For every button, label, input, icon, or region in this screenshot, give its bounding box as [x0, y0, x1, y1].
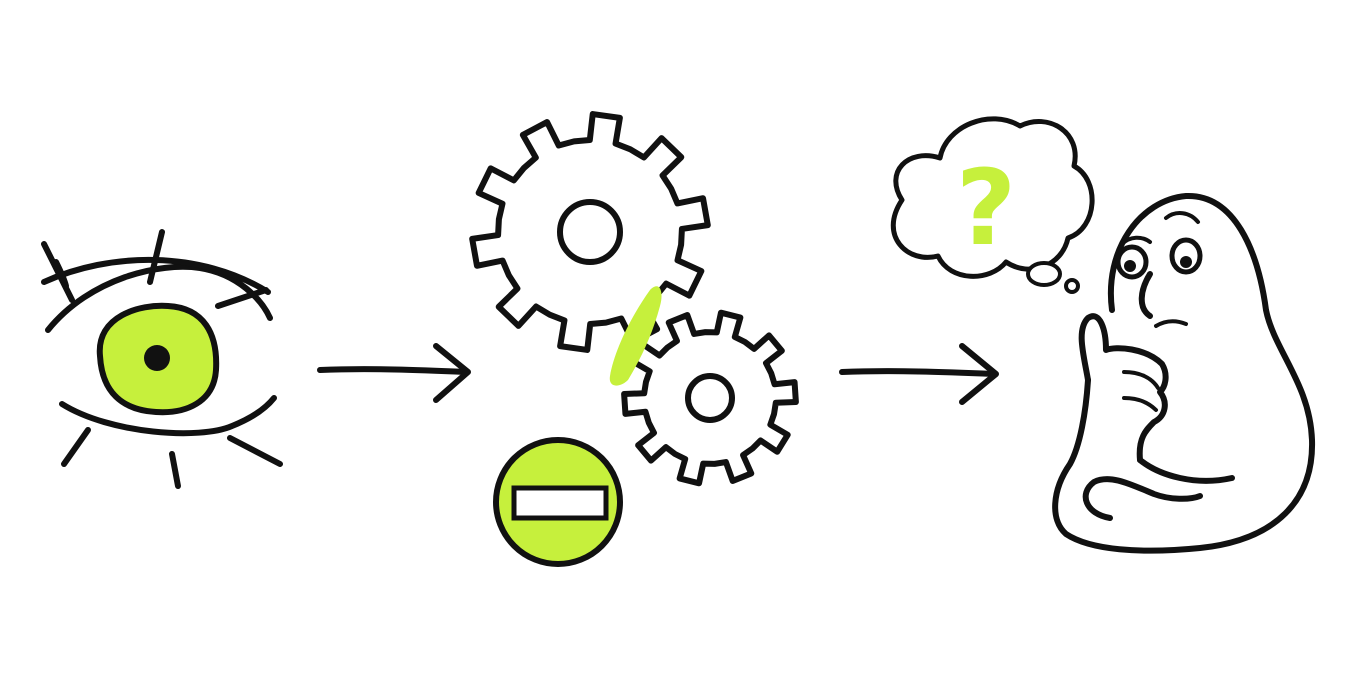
stop-sign-icon: [493, 437, 623, 567]
arrow-1-icon: [317, 343, 471, 403]
thinking-person-icon: ?: [890, 116, 1316, 554]
arrow-2-icon: [839, 343, 999, 405]
gears-icon: [469, 111, 799, 567]
eye-icon: [41, 229, 283, 489]
spark-shape: [609, 286, 662, 386]
question-mark: ?: [956, 147, 1016, 269]
small-gear-icon: [621, 309, 799, 487]
thought-cloud-shape: [890, 116, 1095, 279]
pupil-shape: [144, 345, 170, 371]
